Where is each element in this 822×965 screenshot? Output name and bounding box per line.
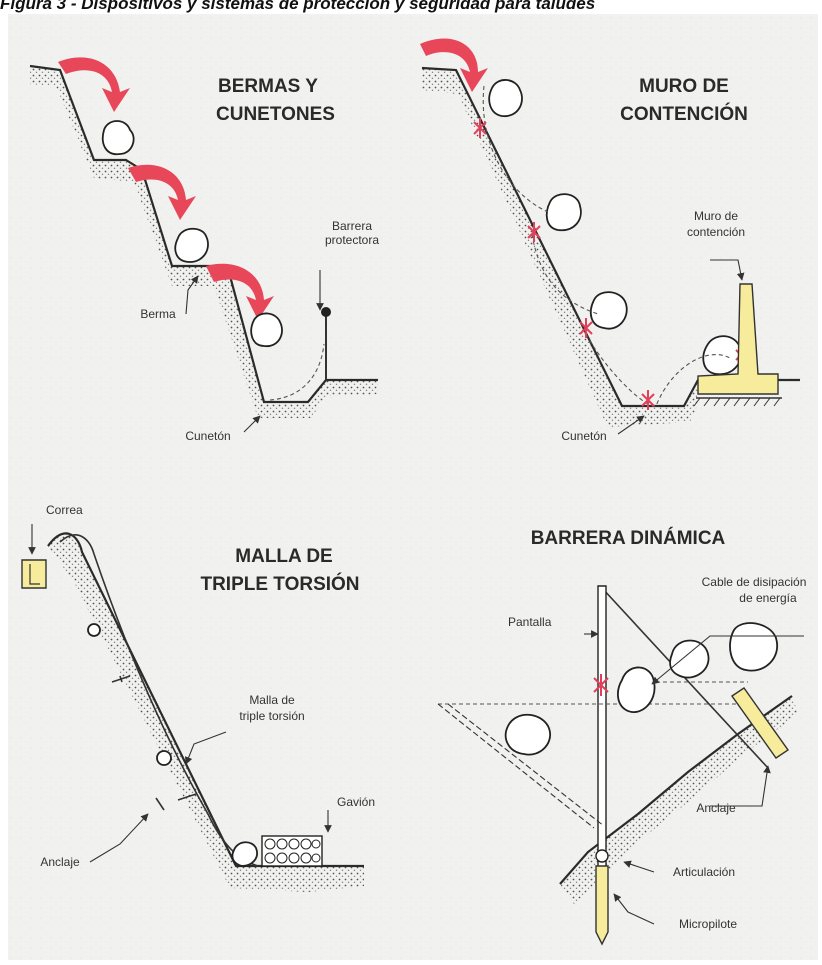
- panel-malla: Correa MALLA DE TRIPLE TORSIÓN Malla de …: [21, 503, 375, 892]
- muro-trajectory-3: [585, 333, 731, 407]
- cuneton-leader-2: [617, 415, 645, 435]
- malla-label-2: triple torsión: [239, 709, 304, 723]
- malla-slope-line: [47, 532, 364, 868]
- paper-background: [8, 14, 818, 960]
- barrera-label-2: protectora: [325, 233, 379, 247]
- gavion: [261, 835, 323, 867]
- malla-title-line1: MALLA DE: [235, 546, 332, 567]
- diagram-svg: BERMAS Y CUNETONES Barrera protectora Be…: [8, 14, 818, 960]
- bermas-rock-1: [101, 120, 135, 156]
- malla-anchor-2: [177, 793, 197, 801]
- panel-muro: MURO DE CONTENCIÓN Muro de contención Cu…: [420, 38, 800, 443]
- pantalla-post: [597, 585, 607, 875]
- cable-label-1: Cable de disipación: [702, 575, 807, 589]
- malla-mesh-line: [59, 534, 259, 867]
- malla-rock-2: [156, 750, 172, 766]
- gavion-label: Gavión: [337, 795, 375, 809]
- muro-ground-dots: [422, 68, 698, 428]
- muro-label-1: Muro de: [694, 209, 738, 223]
- articulacion-leader: [623, 860, 655, 873]
- bermas-trajectory: [269, 343, 325, 401]
- cuneton-label-2: Cunetón: [561, 429, 606, 443]
- malla-ground-dots: [48, 533, 364, 892]
- barrera-slope-line: [559, 695, 793, 885]
- bermas-fall-arrow-1: [58, 57, 130, 112]
- pantalla-label: Pantalla: [508, 615, 552, 629]
- muro-trajectory-1: [482, 85, 549, 213]
- bermas-fall-arrow-3: [206, 263, 274, 320]
- berma-label: Berma: [140, 307, 176, 321]
- muro-title-line2: CONTENCIÓN: [620, 103, 748, 125]
- muro-label-2: contención: [687, 225, 745, 239]
- malla-rock-1: [87, 623, 101, 637]
- diagram-frame: BERMAS Y CUNETONES Barrera protectora Be…: [8, 14, 818, 960]
- muro-rock-2: [545, 193, 582, 232]
- muro-title-line1: MURO DE: [639, 76, 729, 97]
- panel-barrera: BARRERA DINÁMICA Cable de disipación de …: [437, 527, 807, 946]
- muro-leader: [710, 259, 745, 281]
- panel-bermas: BERMAS Y CUNETONES Barrera protectora Be…: [29, 57, 379, 443]
- barrera-post-head: [321, 307, 331, 317]
- cable-label-2: de energía: [739, 591, 797, 605]
- malla-rock-3: [231, 841, 258, 867]
- bermas-title-line2: CUNETONES: [216, 104, 335, 125]
- micropilote-leader: [613, 893, 655, 925]
- articulacion-joint: [595, 849, 609, 863]
- barrera-dashed-diagonal: [437, 703, 605, 829]
- malla-anchor-1: [111, 675, 131, 683]
- malla-leader: [184, 731, 227, 765]
- muro-wall: [697, 283, 779, 395]
- figure-caption: Figura 3 - Dispositivos y sistemas de pr…: [0, 0, 596, 13]
- anclaje-label-1: Anclaje: [40, 855, 80, 869]
- malla-anchor-3: [155, 797, 165, 811]
- muro-fall-arrow: [420, 38, 488, 92]
- bermas-rock-3: [250, 312, 283, 347]
- cable-leader: [651, 635, 804, 685]
- barrera-title: BARRERA DINÁMICA: [531, 527, 726, 549]
- malla-title-line2: TRIPLE TORSIÓN: [200, 573, 359, 595]
- correa-label: Correa: [46, 503, 83, 517]
- barrera-label-1: Barrera: [332, 219, 372, 233]
- bermas-rock-2: [174, 227, 209, 263]
- anclaje-leader-2: [710, 765, 771, 807]
- articulacion-label: Articulación: [673, 865, 735, 879]
- barrera-impact-mark: [593, 674, 609, 696]
- muro-rock-1: [488, 79, 523, 117]
- barrera-anchor-rod: [731, 687, 789, 759]
- anclaje-leader-1: [89, 813, 149, 863]
- barrera-rock-3: [617, 666, 656, 713]
- barrera-ground-dots: [560, 696, 798, 904]
- micropilote-label: Micropilote: [679, 917, 737, 931]
- cuneton-leader-1: [243, 415, 261, 433]
- berma-leader: [185, 275, 199, 315]
- muro-trajectory-2: [531, 233, 599, 315]
- correa-box: [21, 559, 47, 589]
- muro-rock-3: [589, 291, 628, 330]
- bermas-title-line1: BERMAS Y: [218, 76, 318, 97]
- micropilote: [595, 865, 609, 946]
- barrera-rock-1: [669, 639, 710, 679]
- bermas-fall-arrow-2: [128, 164, 196, 220]
- malla-label-1: Malla de: [249, 693, 295, 707]
- cuneton-label-1: Cunetón: [185, 429, 230, 443]
- barrera-rock-4: [504, 713, 551, 756]
- anclaje-label-2: Anclaje: [696, 801, 736, 815]
- bermas-ground-dots: [30, 66, 378, 418]
- barrera-rock-2: [729, 622, 779, 672]
- bermas-slope-line: [29, 64, 378, 404]
